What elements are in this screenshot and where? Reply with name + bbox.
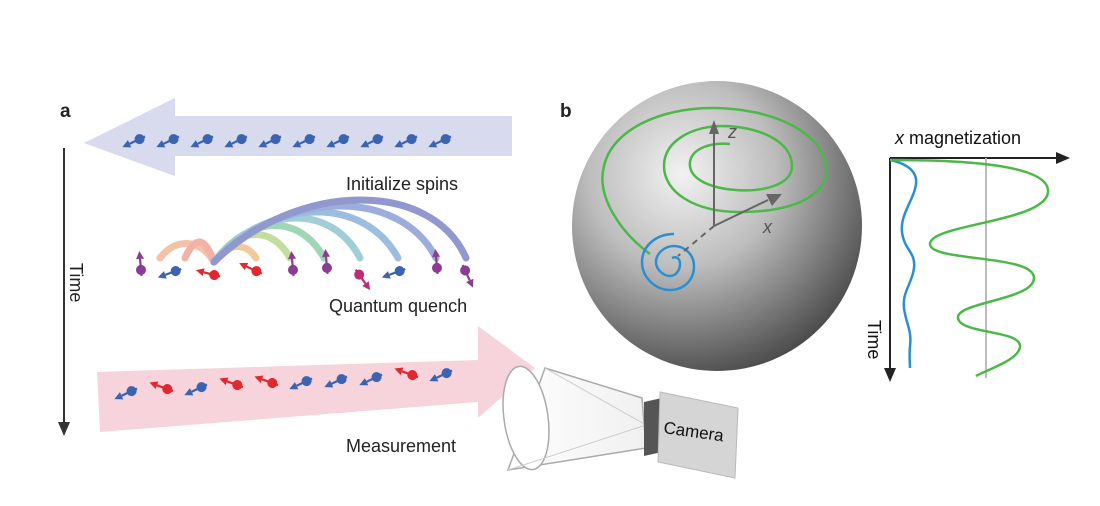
- spin-icon: [224, 134, 248, 148]
- initial-spin-row: [122, 134, 452, 148]
- spin-icon: [149, 381, 174, 395]
- spin-icon: [394, 367, 419, 381]
- blue-spiral: [640, 232, 696, 292]
- spin-icon: [254, 375, 279, 389]
- green-trajectory: [601, 106, 828, 256]
- spin-icon: [239, 262, 263, 277]
- camera: Camera: [502, 365, 739, 479]
- spin-icon: [190, 134, 214, 148]
- panel-b-label: b: [560, 101, 572, 122]
- spin-icon: [381, 266, 406, 279]
- quench-spin-row: [135, 248, 474, 291]
- spin-icon: [354, 269, 371, 291]
- spin-icon: [184, 382, 208, 396]
- measurement-label: Measurement: [346, 436, 456, 456]
- spin-icon: [289, 376, 313, 390]
- green-magnetization-trace: [889, 158, 1050, 378]
- spin-icon: [324, 374, 348, 388]
- interaction-arcs: [156, 196, 470, 266]
- spin-icon: [359, 372, 383, 386]
- plot-title: x magnetization: [894, 128, 1021, 148]
- spin-icon: [156, 134, 180, 148]
- spin-icon: [195, 268, 221, 281]
- time-axis-label: Time: [66, 263, 86, 302]
- spin-icon: [431, 248, 442, 274]
- plot-time-label: Time: [864, 320, 884, 359]
- panel-a: a Time Initialize spins Quantum quench: [58, 88, 739, 479]
- spin-icon: [258, 134, 282, 148]
- quench-label: Quantum quench: [329, 296, 467, 316]
- spin-icon: [157, 266, 182, 279]
- bloch-sphere: z x: [572, 81, 862, 371]
- spin-icon: [394, 134, 418, 148]
- spin-icon: [122, 134, 146, 148]
- x-axis-label: x: [762, 217, 773, 237]
- spin-icon: [360, 134, 384, 148]
- panel-a-label: a: [60, 101, 71, 122]
- magnetization-plot: x magnetization Time: [864, 128, 1070, 382]
- initialize-label: Initialize spins: [346, 174, 458, 194]
- spin-icon: [326, 134, 350, 148]
- spin-icon: [321, 248, 332, 274]
- spin-icon: [429, 368, 453, 382]
- spin-icon: [287, 250, 298, 276]
- spin-icon: [219, 377, 244, 391]
- spin-icon: [114, 386, 138, 400]
- spin-icon: [428, 134, 452, 148]
- measurement-spin-row: [114, 367, 453, 400]
- time-axis: Time: [58, 148, 86, 436]
- spin-icon: [460, 264, 474, 288]
- spin-icon: [135, 250, 146, 276]
- blue-magnetization-trace: [889, 158, 918, 369]
- panel-b: b z x x magnetization T: [560, 81, 1070, 382]
- spin-icon: [292, 134, 316, 148]
- measurement-arrow: [97, 326, 535, 432]
- z-axis-label: z: [727, 122, 737, 142]
